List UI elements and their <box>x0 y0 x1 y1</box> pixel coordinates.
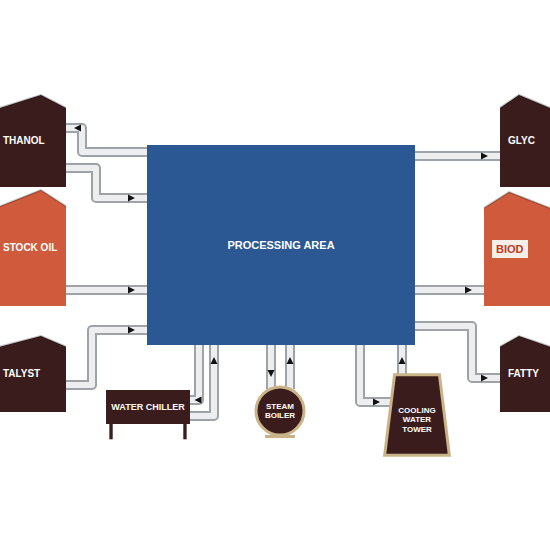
node-label: THANOL <box>3 135 45 147</box>
pipe-core <box>415 287 484 293</box>
pipe-core <box>415 326 500 378</box>
tank-roof <box>0 336 66 347</box>
node-label: STOCK OIL <box>3 242 57 254</box>
fatty-acid-tank: FATTY <box>500 336 550 412</box>
flow-arrowhead <box>481 153 488 160</box>
flow-arrowhead <box>465 287 472 294</box>
processing-area: PROCESSING AREA <box>147 145 415 345</box>
pipe-connector <box>190 345 218 416</box>
pipe-wall <box>66 128 147 152</box>
node-label: FATTY <box>508 368 539 380</box>
pipe-connector <box>360 345 392 406</box>
tank-roof <box>0 95 66 108</box>
flow-arrowhead <box>268 370 275 377</box>
node-label: BIOD <box>492 240 528 259</box>
tank-body <box>484 192 550 306</box>
pipe-core <box>66 168 147 198</box>
process-fill <box>147 145 415 345</box>
flow-arrowhead <box>399 357 406 364</box>
pipe-core <box>66 128 147 152</box>
node-label: STEAM BOILER <box>261 402 299 420</box>
pipe-wall <box>190 345 214 416</box>
pipe-core <box>66 330 147 385</box>
pipe-wall <box>415 326 500 378</box>
pipe-connector <box>399 345 406 374</box>
pipe-wall <box>66 285 147 295</box>
flow-arrowhead <box>211 357 218 364</box>
boiler-body <box>256 387 304 435</box>
pipe-connector <box>190 345 202 404</box>
stock-oil-tank: STOCK OIL <box>0 190 66 306</box>
pipe-core <box>415 153 500 159</box>
glycerin-tank: GLYC <box>500 95 550 187</box>
pipe-connector <box>415 326 500 382</box>
pipe-core <box>268 345 274 389</box>
pipe-core <box>190 345 214 416</box>
biodiesel-tank: BIOD <box>484 192 550 306</box>
water-chiller: WATER CHILLER <box>106 390 190 424</box>
flow-arrowhead <box>128 287 135 294</box>
tank-body <box>0 336 66 412</box>
cooling-water-tower: COOLING WATER TOWER <box>384 374 450 456</box>
tower-body <box>385 375 450 455</box>
node-label: GLYC <box>508 135 535 147</box>
flow-arrowhead <box>128 327 135 334</box>
tank-body <box>0 190 66 306</box>
tank-body <box>500 336 550 412</box>
flow-arrowhead <box>481 375 488 382</box>
pipe-connector <box>66 168 147 202</box>
node-label: TALYST <box>3 368 40 380</box>
pipe-connector <box>66 327 147 386</box>
pipe-core <box>66 287 147 293</box>
pipe-wall <box>360 345 392 402</box>
pipe-connector <box>66 287 147 294</box>
pipe-wall <box>415 151 500 161</box>
node-label: WATER CHILLER <box>111 402 184 412</box>
pipe-core <box>287 345 293 389</box>
flow-arrowhead <box>373 399 380 406</box>
catalyst-tank: TALYST <box>0 336 66 412</box>
pipe-connector <box>268 345 275 389</box>
chiller-leg <box>109 424 112 439</box>
node-label: PROCESSING AREA <box>227 239 334 252</box>
flow-arrowhead <box>287 357 294 364</box>
pipe-connector <box>415 287 484 294</box>
pipe-connector <box>287 345 294 389</box>
flow-arrowhead <box>74 125 81 132</box>
pipe-connector <box>415 153 500 160</box>
pipe-core <box>190 345 199 400</box>
pipe-wall <box>415 285 484 295</box>
pipe-wall <box>266 345 276 389</box>
chiller-leg <box>183 424 186 439</box>
pipe-core <box>399 345 405 374</box>
chiller-body <box>106 390 190 424</box>
pipe-wall <box>66 330 147 385</box>
pipe-connector <box>66 125 147 153</box>
pipe-wall <box>285 345 295 389</box>
pipe-wall <box>66 168 147 198</box>
ethanol-tank: THANOL <box>0 95 66 187</box>
tank-body <box>500 95 550 187</box>
pipe-wall <box>190 345 199 400</box>
tank-roof <box>500 95 550 108</box>
boiler-base <box>265 435 295 438</box>
tank-roof <box>484 192 550 208</box>
pipe-core <box>360 345 392 402</box>
flow-arrowhead <box>128 195 135 202</box>
tank-roof <box>500 336 550 347</box>
tank-body <box>0 95 66 187</box>
node-label: COOLING WATER TOWER <box>392 406 442 434</box>
pipe-wall <box>397 345 407 374</box>
tank-roof <box>0 190 66 206</box>
steam-boiler: STEAM BOILER <box>255 386 305 436</box>
flow-arrowhead <box>195 397 202 404</box>
